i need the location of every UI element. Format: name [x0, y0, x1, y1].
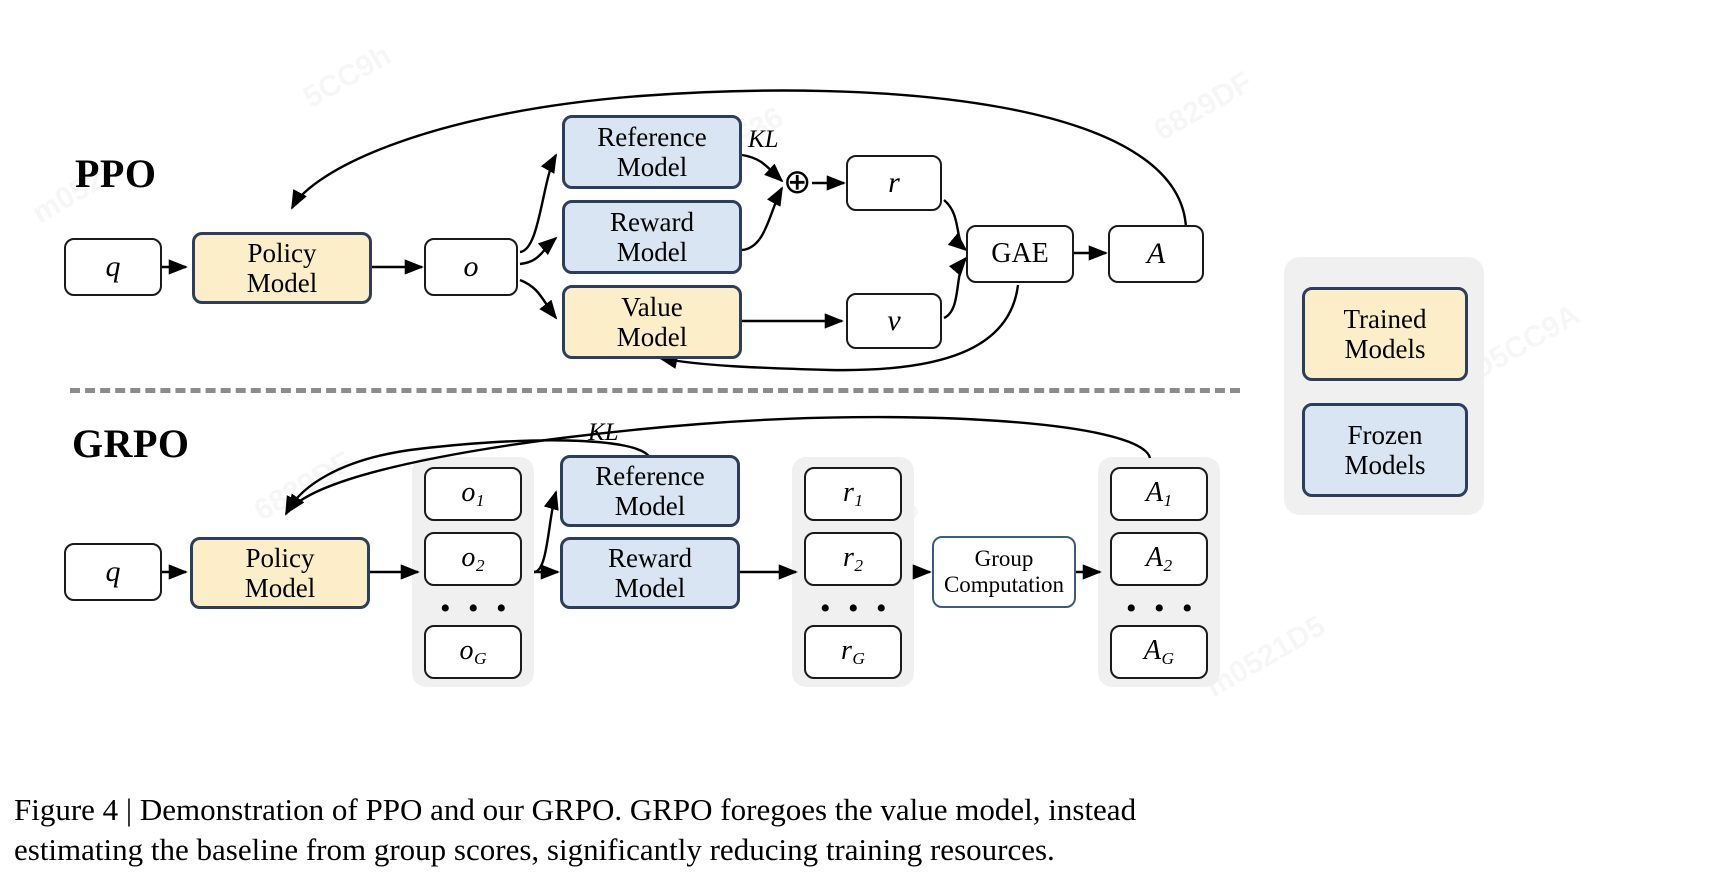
- ppo-reward-model-node: Reward Model: [562, 200, 742, 274]
- ppo-value-model-label: Value Model: [616, 291, 688, 352]
- ppo-output-node: o: [424, 238, 518, 296]
- grpo-query-node: q: [64, 543, 162, 601]
- grpo-reference-model-label: Reference Model: [595, 460, 705, 521]
- grpo-reward-model-label: Reward Model: [608, 542, 692, 603]
- grpo-output-2-label: o2: [461, 542, 485, 576]
- ppo-value-label: v: [887, 304, 901, 338]
- grpo-reward-2-label: r2: [842, 542, 864, 576]
- grpo-group-computation-label: Group Computation: [943, 546, 1065, 597]
- grpo-advantage-2-label: A2: [1145, 542, 1173, 576]
- ppo-reward-label: r: [888, 166, 900, 200]
- legend-trained-models-box: Trained Models: [1302, 287, 1468, 381]
- grpo-advantage-g-node: AG: [1110, 625, 1208, 679]
- ppo-gae-node: GAE: [966, 225, 1074, 283]
- ppo-gae-label: GAE: [991, 238, 1049, 270]
- ppo-value-model-node: Value Model: [562, 285, 742, 359]
- ppo-query-node: q: [64, 238, 162, 296]
- ppo-policy-model-node: Policy Model: [192, 232, 372, 304]
- grpo-kl-label: KL: [588, 419, 619, 446]
- ppo-query-label: q: [105, 250, 121, 284]
- ppo-oplus-icon: ⊕: [783, 164, 812, 201]
- grpo-rewards-ellipsis: • • •: [820, 592, 892, 625]
- grpo-group-computation-node: Group Computation: [932, 536, 1076, 608]
- grpo-query-label: q: [105, 555, 121, 589]
- grpo-advantage-1-node: A1: [1110, 467, 1208, 521]
- grpo-reward-2-node: r2: [804, 532, 902, 586]
- grpo-output-1-label: o1: [461, 477, 485, 511]
- legend-frozen-models-label: Frozen Models: [1344, 419, 1426, 480]
- legend-frozen-models-box: Frozen Models: [1302, 403, 1468, 497]
- grpo-reference-model-node: Reference Model: [560, 455, 740, 527]
- ppo-output-label: o: [463, 250, 479, 284]
- watermark: 6829DF: [1149, 66, 1258, 149]
- ppo-kl-label: KL: [748, 126, 779, 153]
- grpo-advantage-g-label: AG: [1143, 635, 1175, 669]
- grpo-reward-1-label: r1: [842, 477, 864, 511]
- figure-caption-line-2: estimating the baseline from group score…: [14, 831, 1055, 867]
- grpo-outputs-ellipsis: • • •: [440, 592, 512, 625]
- legend-trained-models-label: Trained Models: [1343, 303, 1427, 364]
- grpo-reward-g-label: rG: [841, 635, 865, 669]
- grpo-advantages-ellipsis: • • •: [1126, 592, 1198, 625]
- ppo-reward-model-label: Reward Model: [610, 206, 694, 267]
- grpo-policy-model-label: Policy Model: [244, 542, 316, 603]
- grpo-advantage-1-label: A1: [1145, 477, 1173, 511]
- section-divider: [70, 388, 1240, 393]
- ppo-reference-model-label: Reference Model: [597, 121, 707, 182]
- ppo-advantage-node: A: [1108, 225, 1204, 283]
- watermark: 5CC9h: [298, 39, 397, 116]
- grpo-output-g-node: oG: [424, 625, 522, 679]
- grpo-policy-model-node: Policy Model: [190, 537, 370, 609]
- ppo-advantage-label: A: [1146, 237, 1166, 271]
- figure-caption: Figure 4 | Demonstration of PPO and our …: [14, 790, 1704, 869]
- ppo-policy-model-label: Policy Model: [246, 237, 318, 298]
- ppo-reference-model-node: Reference Model: [562, 115, 742, 189]
- watermark: 6829DF: [249, 446, 358, 529]
- grpo-output-g-label: oG: [459, 635, 487, 669]
- grpo-reward-1-node: r1: [804, 467, 902, 521]
- grpo-reward-model-node: Reward Model: [560, 537, 740, 609]
- grpo-output-2-node: o2: [424, 532, 522, 586]
- ppo-value-node: v: [846, 293, 942, 349]
- figure-caption-line-1: Figure 4 | Demonstration of PPO and our …: [14, 792, 1137, 827]
- grpo-section-title: GRPO: [72, 421, 190, 466]
- ppo-section-title: PPO: [75, 151, 157, 196]
- grpo-advantage-2-node: A2: [1110, 532, 1208, 586]
- grpo-output-1-node: o1: [424, 467, 522, 521]
- ppo-reward-node: r: [846, 155, 942, 211]
- grpo-reward-g-node: rG: [804, 625, 902, 679]
